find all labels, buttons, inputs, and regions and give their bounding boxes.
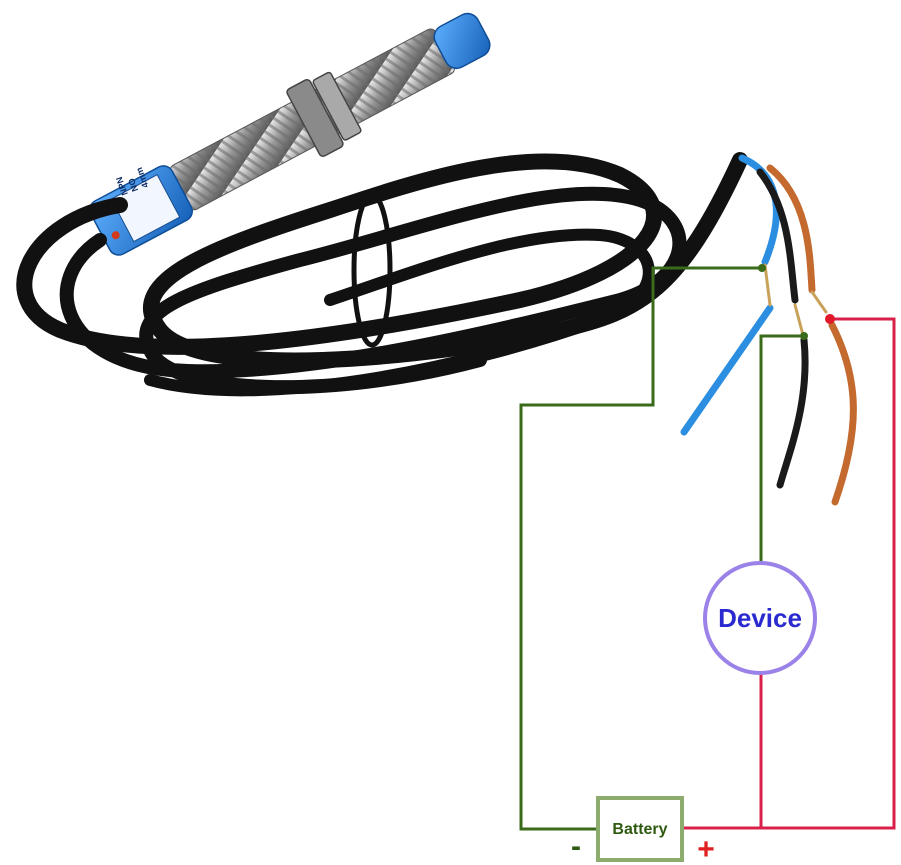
device-circle bbox=[703, 561, 817, 675]
sensor-wires bbox=[680, 154, 857, 506]
cable-coils bbox=[16, 152, 748, 397]
brown-wire-end bbox=[828, 321, 857, 506]
junction-blue bbox=[758, 264, 766, 272]
battery-minus-sign: - bbox=[571, 830, 581, 863]
junction-brown bbox=[825, 314, 835, 324]
battery-label: Battery bbox=[612, 821, 667, 838]
sensor-label-no: NO bbox=[126, 177, 140, 193]
device-label: Device bbox=[718, 603, 802, 633]
sensor-blue-cap bbox=[433, 12, 491, 70]
signal-line bbox=[759, 334, 804, 563]
black-wire bbox=[756, 168, 799, 304]
junction-black bbox=[800, 332, 808, 340]
device: Device bbox=[703, 561, 817, 675]
ground-line bbox=[519, 266, 762, 831]
circuit-lines bbox=[519, 266, 896, 831]
battery-plus-sign: + bbox=[697, 833, 715, 865]
sensor-nut bbox=[286, 78, 344, 157]
battery-box bbox=[596, 796, 684, 862]
proximity-sensor: NPN NO 4mm bbox=[89, 12, 491, 256]
blue-wire-end bbox=[680, 304, 774, 436]
black-wire-end bbox=[776, 336, 809, 489]
positive-line bbox=[683, 317, 896, 830]
brown-wire bbox=[766, 164, 816, 294]
battery: Battery - + bbox=[571, 796, 715, 865]
